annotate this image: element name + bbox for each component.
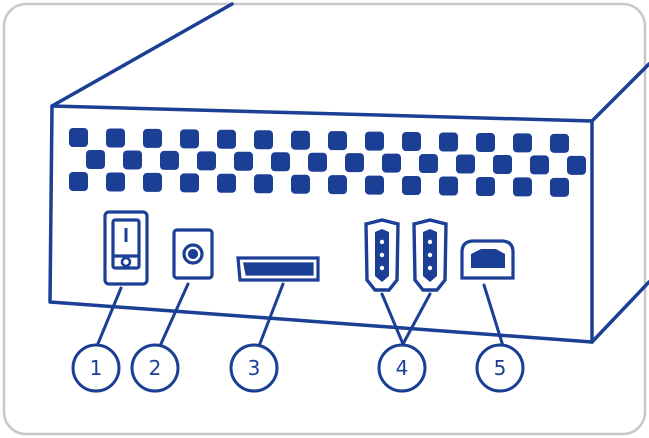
esata-port-icon: [236, 256, 320, 282]
vent-slot: [402, 132, 421, 152]
vent-slot: [143, 172, 162, 192]
vent-slot: [439, 176, 458, 196]
vent-slot: [567, 155, 586, 175]
leader-lines: [95, 282, 505, 348]
leader-line-3: [257, 282, 285, 348]
vent-slot: [345, 153, 364, 173]
callout-circle: [229, 343, 279, 393]
vent-slot: [456, 154, 475, 174]
callout-circle: [130, 343, 180, 393]
vent-slot: [69, 128, 88, 147]
callout-circle: [71, 343, 121, 393]
vent-slot: [493, 154, 512, 174]
rocker-switch-icon: [103, 210, 149, 286]
leader-line-2: [158, 282, 190, 348]
vent-slot: [123, 150, 142, 170]
vent-slot: [254, 174, 273, 194]
vent-slot: [69, 172, 88, 191]
firewire-port-icon-2: [412, 218, 448, 292]
callout-usb-port: 5: [475, 343, 525, 393]
vent-slot: [143, 128, 162, 148]
vent-slot: [180, 129, 199, 149]
vent-slot: [530, 155, 549, 175]
vent-slot: [308, 152, 327, 172]
vent-slot: [328, 175, 347, 195]
callout-number: 5: [494, 356, 507, 380]
vent-slot: [86, 150, 105, 169]
vent-slot: [476, 132, 495, 152]
vent-slot: [271, 152, 290, 172]
vent-slot: [550, 133, 569, 153]
device-side-face: [590, 62, 649, 123]
vent-slot: [291, 174, 310, 194]
firewire-port-icon: [364, 218, 400, 292]
leader-line-4a: [380, 292, 405, 346]
vent-slot: [365, 175, 384, 195]
vent-slot: [513, 177, 532, 197]
callout-circle: [377, 343, 427, 393]
device-body: [48, 2, 649, 344]
vent-slot: [439, 132, 458, 152]
vent-slot: [197, 151, 216, 171]
vent-slot: [217, 129, 236, 149]
vent-slot: [476, 176, 495, 196]
vent-slot: [106, 172, 125, 192]
device-side-bottom: [590, 280, 649, 344]
vent-slot: [419, 154, 438, 174]
callout-number: 2: [149, 356, 162, 380]
callout-firewire-ports: 4: [377, 343, 427, 393]
vent-slot: [217, 173, 236, 193]
vent-slot: [402, 176, 421, 196]
callout-power-connector: 2: [130, 343, 180, 393]
vent-slot: [328, 131, 347, 151]
vent-slot: [234, 151, 253, 171]
leader-line-4b: [401, 292, 432, 346]
device-top-edge: [50, 2, 234, 108]
callout-power-switch: 1: [71, 343, 121, 393]
vent-slot: [254, 130, 273, 150]
callout-group: 1 2 3 4 5: [71, 343, 525, 393]
leader-line-1: [95, 286, 123, 348]
vent-slot: [365, 131, 384, 151]
callout-number: 4: [396, 356, 409, 380]
callout-number: 3: [248, 356, 261, 380]
callout-circle: [475, 343, 525, 393]
callout-esata-port: 3: [229, 343, 279, 393]
vent-slot: [160, 150, 179, 170]
callout-number: 1: [90, 356, 103, 380]
dc-power-jack-icon: [172, 228, 214, 280]
vent-slot: [382, 153, 401, 173]
vent-slot: [180, 173, 199, 193]
vent-slot: [106, 128, 125, 148]
leader-line-5: [482, 283, 505, 348]
usb-b-port-icon: [460, 239, 515, 280]
ventilation-grille: [69, 128, 586, 197]
vent-slot: [513, 133, 532, 153]
vent-slot: [550, 177, 569, 197]
vent-slot: [291, 130, 310, 150]
